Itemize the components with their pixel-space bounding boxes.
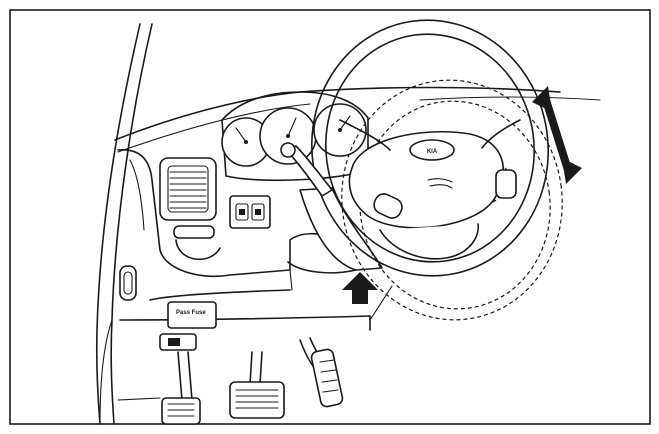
instrument-cluster — [221, 91, 369, 182]
switch-panel — [229, 195, 271, 229]
pedal-box-text: Pass Fuse — [176, 310, 206, 316]
wheel-logo: KIA — [427, 149, 438, 155]
accelerator-pedal — [229, 351, 285, 419]
tilt-lever-arrow — [342, 272, 393, 321]
clutch-pedal — [299, 337, 344, 408]
brake-pedal — [161, 351, 201, 425]
steering-wheel: KIA — [280, 19, 550, 277]
tilt-adjust-arrow — [532, 86, 582, 184]
a-pillar — [95, 23, 153, 425]
door-handle — [119, 265, 137, 301]
center-air-vent — [159, 157, 221, 261]
fuse-box-cover: Pass Fuse — [159, 301, 217, 351]
frame-border — [9, 9, 651, 425]
